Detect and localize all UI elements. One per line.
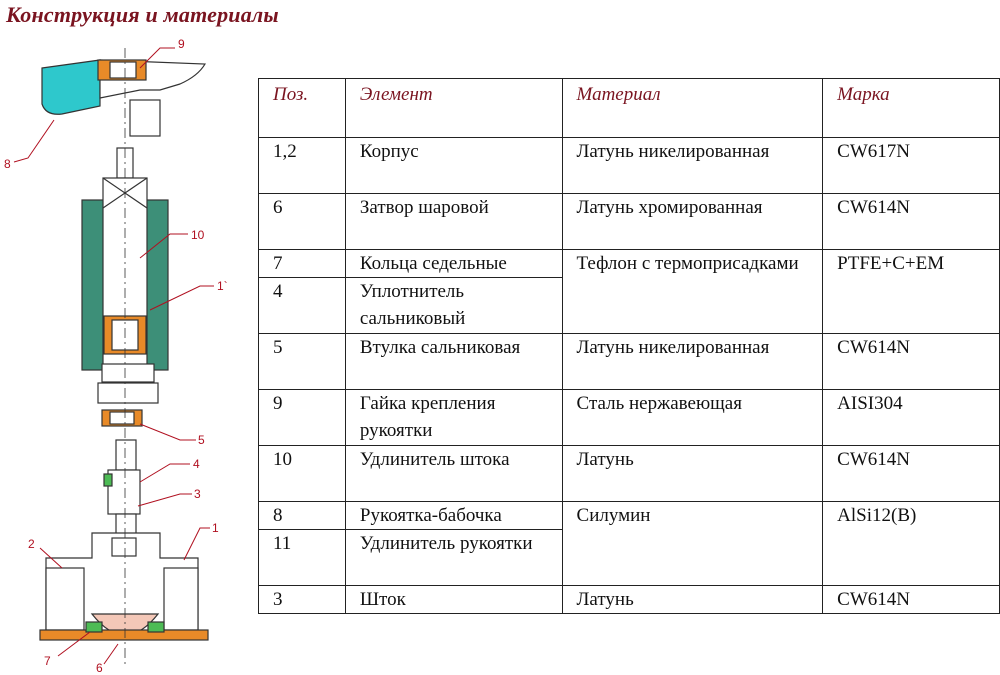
cell-element: Затвор шаровой bbox=[344, 193, 563, 250]
cell-mark: CW617N bbox=[822, 137, 1000, 194]
cell-pos: 3 bbox=[258, 585, 346, 614]
table-row: 8 Рукоятка-бабочка Силумин AlSi12(B) bbox=[258, 501, 1000, 586]
cell-pos: 9 bbox=[258, 389, 346, 446]
header-material: Материал bbox=[561, 78, 824, 138]
header-pos: Поз. bbox=[258, 78, 346, 138]
cell-mark: CW614N bbox=[822, 445, 1000, 502]
cell-pos: 7 bbox=[258, 249, 346, 278]
cell-mark: CW614N bbox=[822, 333, 1000, 390]
cell-material: Силумин bbox=[561, 501, 824, 586]
callout-5: 5 bbox=[198, 433, 205, 447]
cell-material: Латунь bbox=[561, 445, 824, 502]
cell-pos: 6 bbox=[258, 193, 346, 250]
cell-element: Кольца седельные bbox=[344, 249, 563, 278]
cell-material: Сталь нержавеющая bbox=[561, 389, 824, 446]
cell-mark: AISI304 bbox=[822, 389, 1000, 446]
callout-8: 8 bbox=[4, 157, 11, 171]
table-row: 9 Гайка крепления рукоятки Сталь нержаве… bbox=[258, 389, 1000, 446]
cell-material: Латунь никелированная bbox=[561, 333, 824, 390]
cell-material: Латунь хромированная bbox=[561, 193, 824, 250]
cell-element: Уплотнитель сальниковый bbox=[344, 277, 563, 334]
cell-pos: 1,2 bbox=[258, 137, 346, 194]
table-header-row: Поз. Элемент Материал Марка bbox=[258, 78, 1000, 138]
header-mark: Марка bbox=[822, 78, 1000, 138]
cell-element: Шток bbox=[344, 585, 563, 614]
valve-assembly-drawing: 9 8 10 1` 5 4 3 2 1 7 6 bbox=[4, 37, 228, 675]
table-row: 7 Кольца седельные Тефлон с термоприсадк… bbox=[258, 249, 1000, 334]
table-row: 1,2 Корпус Латунь никелированная CW617N bbox=[258, 137, 1000, 194]
callout-2: 2 bbox=[28, 537, 35, 551]
cell-pos: 4 bbox=[258, 277, 346, 334]
callout-7: 7 bbox=[44, 654, 51, 668]
callout-10: 10 bbox=[191, 228, 205, 242]
materials-table: Поз. Элемент Материал Марка 1,2 Корпус Л… bbox=[258, 78, 1000, 614]
callout-3: 3 bbox=[194, 487, 201, 501]
table-row: 3 Шток Латунь CW614N bbox=[258, 585, 1000, 614]
cell-element: Рукоятка-бабочка bbox=[344, 501, 563, 530]
cell-mark: CW614N bbox=[822, 585, 1000, 614]
cell-element: Удлинитель штока bbox=[344, 445, 563, 502]
seat-ring-right bbox=[147, 621, 165, 633]
cell-pos: 11 bbox=[258, 529, 346, 586]
cell-element: Удлинитель рукоятки bbox=[344, 529, 563, 586]
stem-seal bbox=[103, 473, 113, 487]
seat-ring-left bbox=[85, 621, 103, 633]
cell-element: Корпус bbox=[344, 137, 563, 194]
cell-mark: PTFE+C+EM bbox=[822, 249, 1000, 334]
butterfly-handle bbox=[41, 59, 101, 115]
table-row: 5 Втулка сальниковая Латунь никелированн… bbox=[258, 333, 1000, 390]
cell-material: Тефлон с термоприсадками bbox=[561, 249, 824, 334]
page-title: Конструкция и материалы bbox=[6, 2, 279, 27]
callout-6: 6 bbox=[96, 661, 103, 675]
table-row: 4 Уплотнитель сальниковый bbox=[258, 277, 1000, 334]
cell-material: Латунь никелированная bbox=[561, 137, 824, 194]
cell-mark: CW614N bbox=[822, 193, 1000, 250]
cell-mark: AlSi12(B) bbox=[822, 501, 1000, 586]
cell-element: Втулка сальниковая bbox=[344, 333, 563, 390]
cell-pos: 5 bbox=[258, 333, 346, 390]
cell-pos: 10 bbox=[258, 445, 346, 502]
cell-pos: 8 bbox=[258, 501, 346, 530]
cell-element: Гайка крепления рукоятки bbox=[344, 389, 563, 446]
table-row: 10 Удлинитель штока Латунь CW614N bbox=[258, 445, 1000, 502]
callout-4: 4 bbox=[193, 457, 200, 471]
header-element: Элемент bbox=[344, 78, 563, 138]
cell-material: Латунь bbox=[561, 585, 824, 614]
callout-1: 1 bbox=[212, 521, 219, 535]
table-row: 6 Затвор шаровой Латунь хромированная CW… bbox=[258, 193, 1000, 250]
callout-9: 9 bbox=[178, 37, 185, 51]
callout-1-prime: 1` bbox=[217, 279, 228, 293]
